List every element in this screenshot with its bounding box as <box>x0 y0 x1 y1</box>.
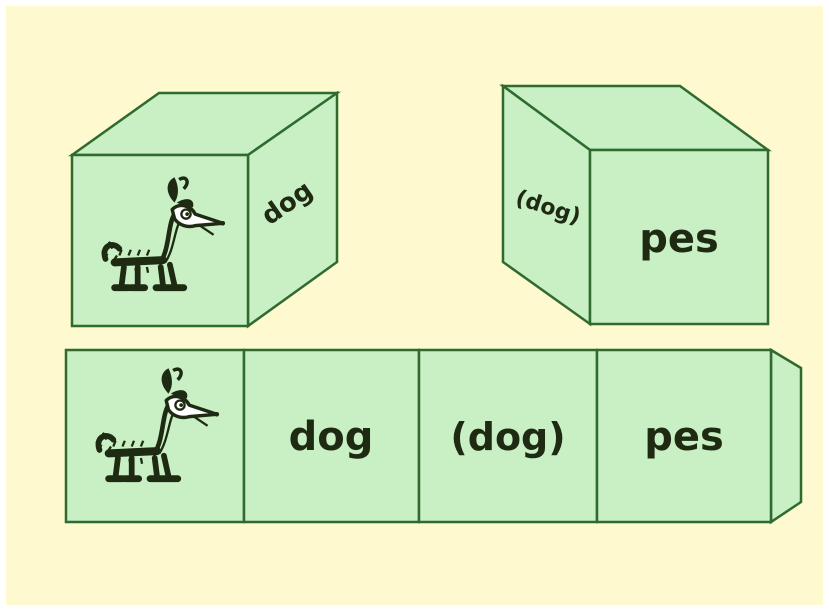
right-cube: (dog) pes <box>503 86 768 324</box>
strip-cell-3-label: (dog) <box>450 415 565 459</box>
strip-flap <box>771 350 801 522</box>
unfolded-strip: dog (dog) pes <box>66 350 801 522</box>
left-cube: dog <box>72 93 337 326</box>
strip-cell-1 <box>66 350 244 522</box>
left-cube-front-face <box>72 155 248 326</box>
strip-cell-4-label: pes <box>644 414 724 460</box>
strip-cell-2-label: dog <box>289 414 374 460</box>
right-cube-front-label: pes <box>639 216 719 262</box>
